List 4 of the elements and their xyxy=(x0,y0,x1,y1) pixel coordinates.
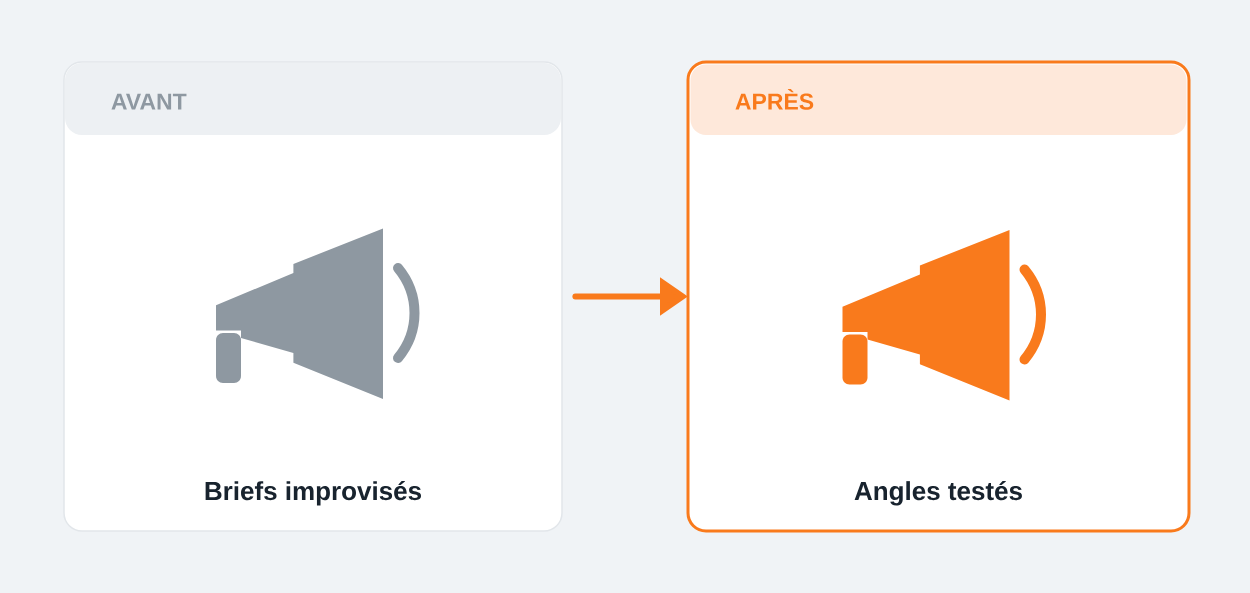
card-title: Angles testés xyxy=(854,480,1022,506)
card-title: Briefs improvisés xyxy=(205,480,421,506)
card-header: AVANT xyxy=(65,63,561,135)
card-header: APRÈS xyxy=(690,64,1187,135)
